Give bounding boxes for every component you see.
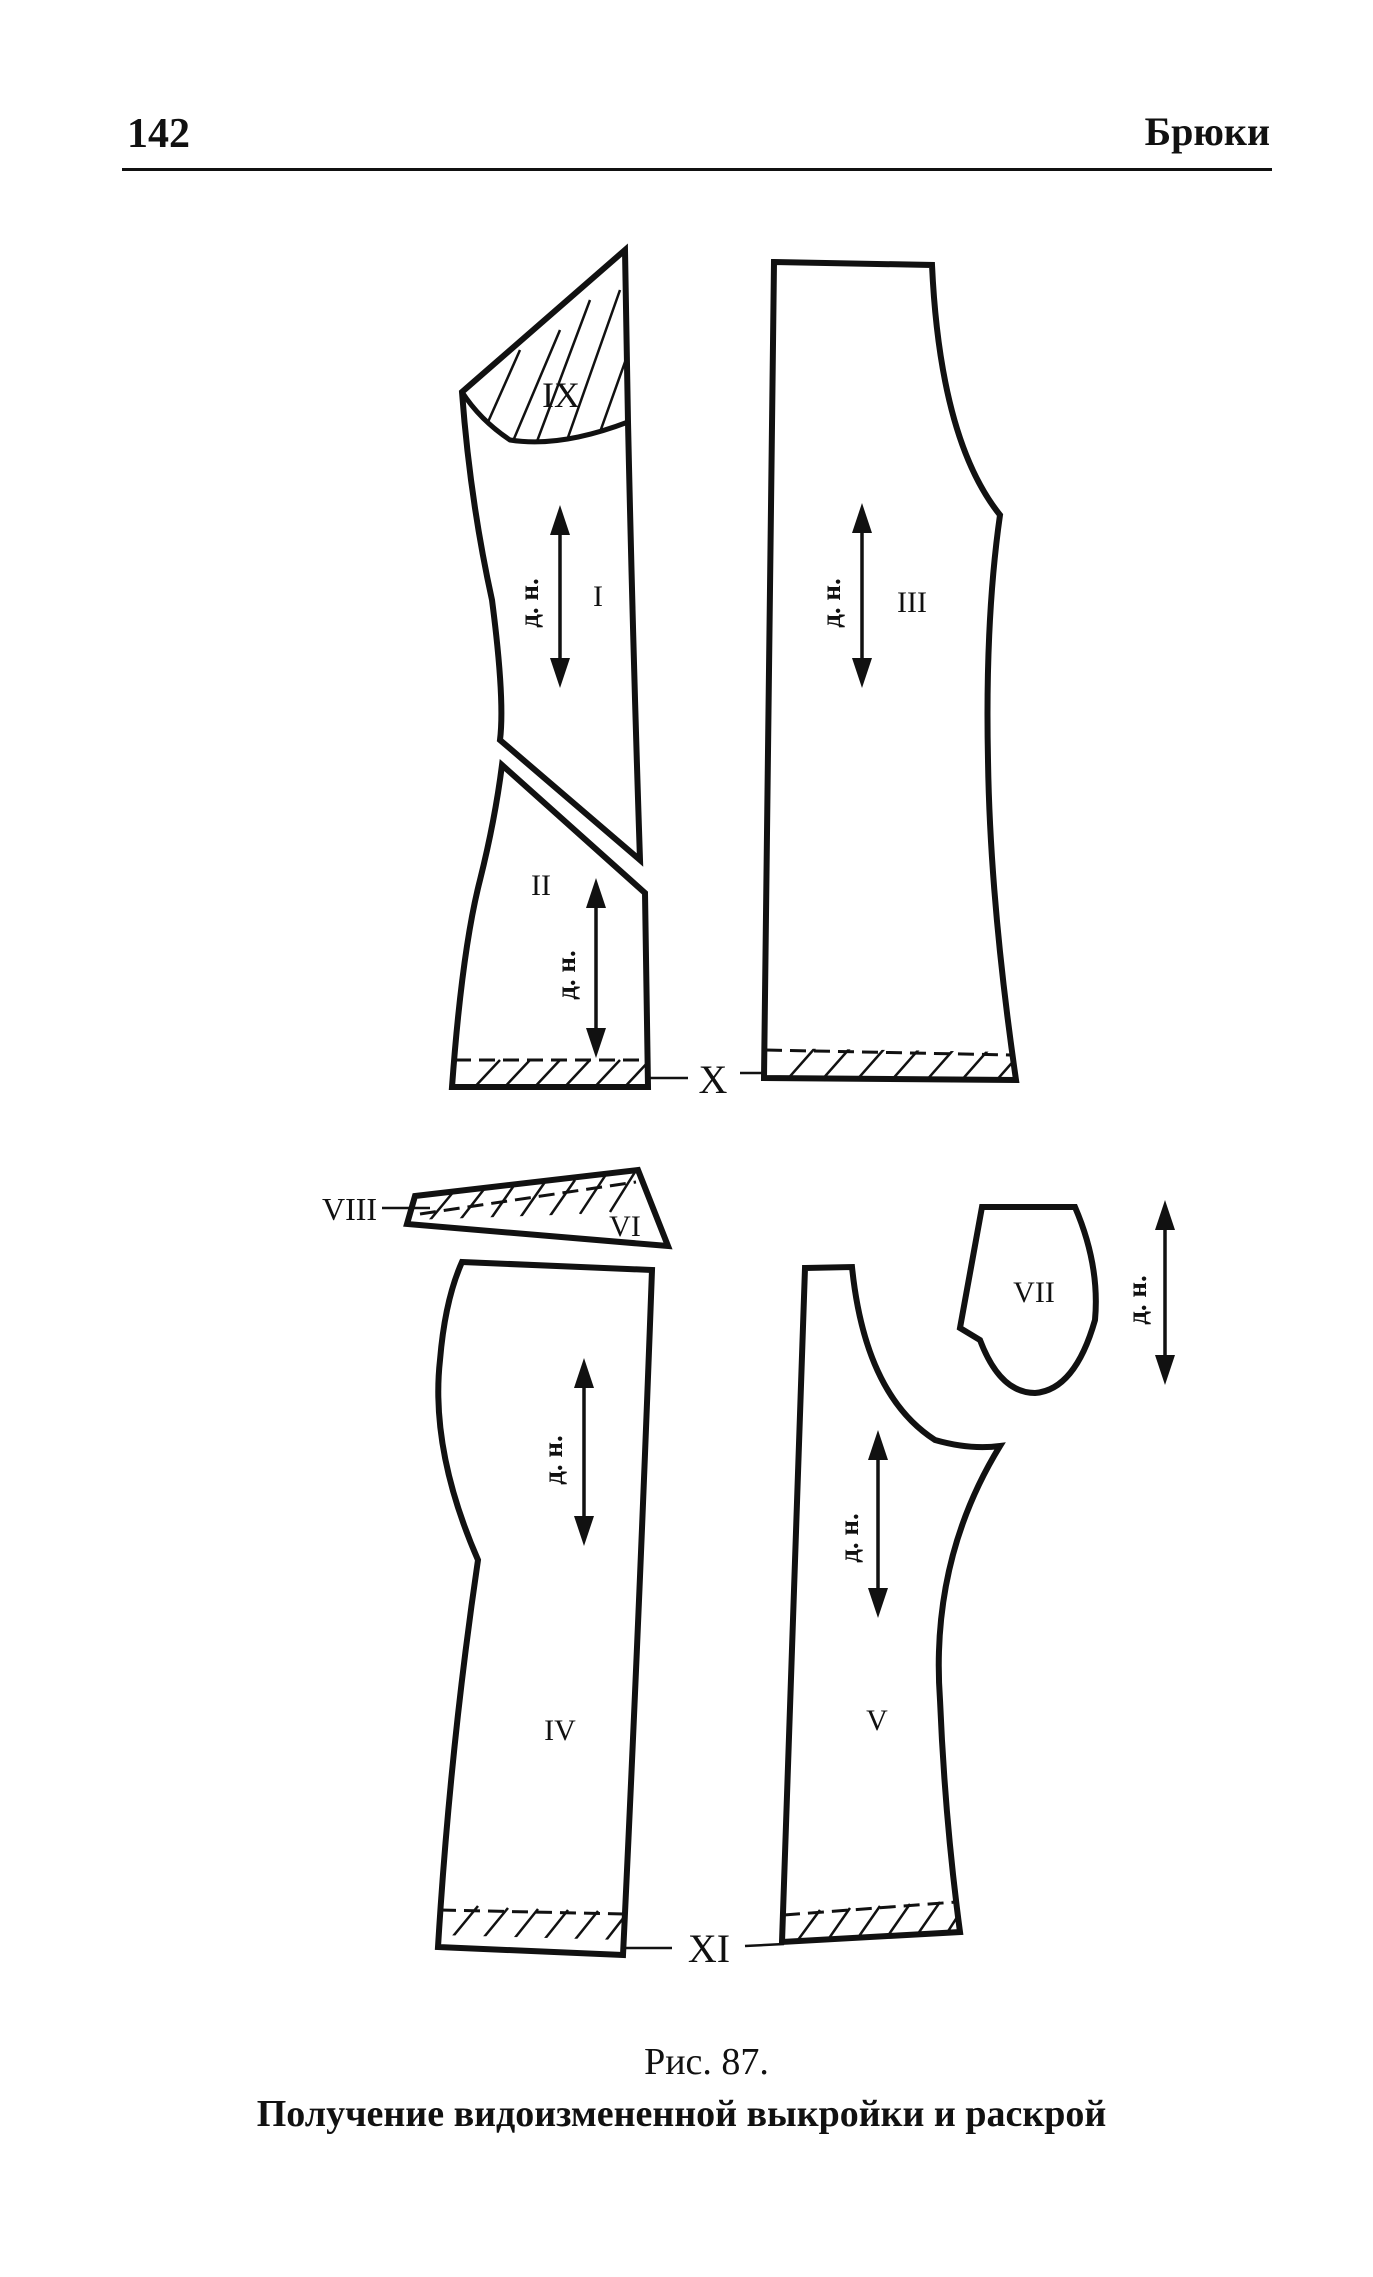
page-header: 142 Брюки: [122, 108, 1272, 171]
grain-label-iv: д. н.: [538, 1435, 568, 1484]
grain-arrow-iii: [852, 503, 872, 688]
label-vi: VI: [609, 1210, 641, 1243]
grain-label-iii: д. н.: [816, 578, 846, 627]
figure-number: Рис. 87.: [644, 2041, 769, 2083]
piece-iv: [434, 1258, 656, 1959]
piece-iii: [760, 258, 1020, 1084]
grain-arrow-ii: [586, 878, 606, 1058]
grain-label-i: д. н.: [514, 578, 544, 627]
grain-arrow-iv: [574, 1358, 594, 1546]
grain-label-ii: д. н.: [551, 950, 581, 999]
label-xi: XI: [688, 1926, 730, 1971]
piece-vi: [403, 1166, 673, 1250]
grain-label-v: д. н.: [834, 1513, 864, 1562]
piece-vii: [956, 1204, 1099, 1397]
label-ix: IX: [542, 375, 580, 415]
piece-ii: [448, 758, 652, 1090]
label-v: V: [866, 1704, 888, 1737]
grain-label-vii: д. н.: [1122, 1275, 1152, 1324]
label-vii: VII: [1013, 1276, 1055, 1309]
figure-caption: Получение видоизмененной выкройки и раск…: [256, 2093, 1107, 2135]
label-iv: IV: [544, 1714, 576, 1747]
label-i: I: [593, 580, 603, 613]
label-iii: III: [897, 586, 927, 619]
grain-arrow-i: [550, 505, 570, 688]
piece-i: [458, 243, 644, 867]
label-ii: II: [531, 869, 551, 902]
label-x: X: [699, 1057, 728, 1102]
grain-arrow-vii: [1155, 1200, 1175, 1385]
running-head: Брюки: [1144, 109, 1270, 154]
grain-arrow-v: [868, 1430, 888, 1618]
label-viii: VIII: [322, 1191, 377, 1227]
piece-v: [778, 1263, 1006, 1946]
page-number: 142: [127, 111, 190, 157]
